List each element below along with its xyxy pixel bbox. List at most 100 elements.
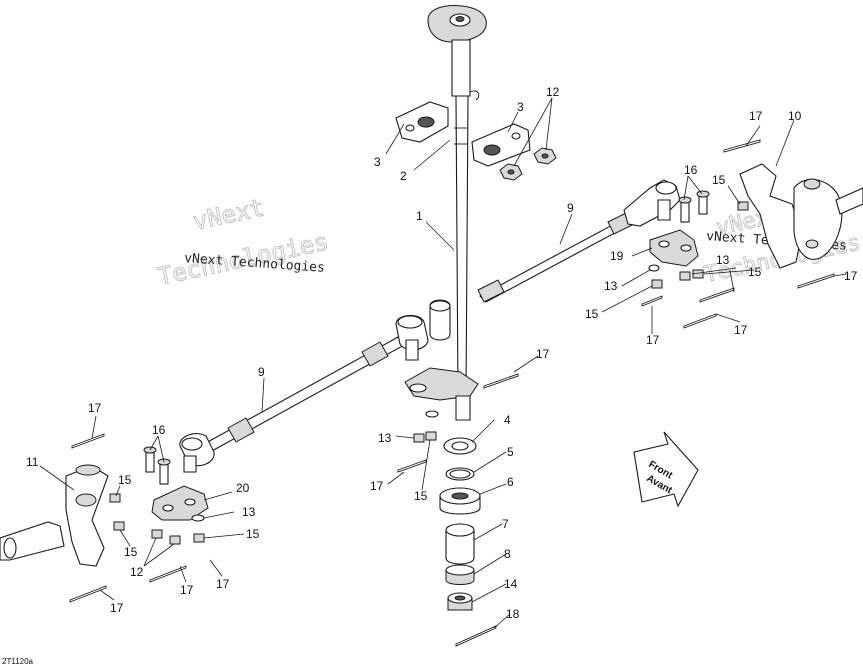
callout-17a: 17 [749,109,763,123]
callout-18: 18 [506,607,520,621]
knuckle-left-spindle-end [3,537,17,559]
leader-17f [513,355,539,373]
bolt-right-1-head [678,196,692,204]
column-lower-arm [404,367,479,401]
callout-7: 7 [502,517,509,531]
watermark-left-line1: vNext [190,193,266,235]
tie-17-c [699,287,735,303]
leader-9a [559,213,573,245]
clip-l-1 [109,493,121,503]
washer-r-1 [648,264,660,272]
leader-15d [727,185,741,205]
callout-15d: 15 [414,489,428,503]
clip-r-1 [737,201,749,211]
callout-12b: 12 [130,565,144,579]
tie-18 [455,625,497,647]
callout-20: 20 [236,481,250,495]
washer-8-top [445,564,475,576]
bearing-block-left [395,101,449,143]
callout-17e: 17 [536,347,550,361]
tie-rod-right-inner-cap [429,300,451,312]
tie-17-h [71,433,105,449]
clip-l-4 [169,535,181,545]
drawing-code: 2T1120a [2,657,34,666]
bolt-group-right [678,190,710,223]
knuckle-right-hub [793,179,843,260]
callout-15g: 15 [124,545,138,559]
knuckle-left-boss [75,493,97,507]
callout-17f: 17 [88,401,102,415]
leader-16b [687,175,703,195]
leader-18 [493,613,511,629]
tie-rod-left-inner-cap [397,315,423,329]
leader-13d [203,511,235,519]
callout-17b: 17 [844,269,858,283]
lower-stack [439,437,481,611]
leader-3a [385,123,405,155]
leader-16a [683,175,689,201]
callout-15c: 15 [585,307,599,321]
tie-17-j [149,565,187,583]
column-shaft [451,39,471,396]
washer-l-1 [191,514,205,522]
callout-9b: 9 [258,365,265,379]
leader-15c [703,269,755,275]
tie-rod-right-ball [655,181,677,195]
leader-12d [143,543,175,567]
callout-10: 10 [788,109,802,123]
leader-12b [545,97,553,151]
leader-15f [119,529,131,547]
nut-upper-2 [533,147,557,165]
callout-13a: 13 [716,253,730,267]
bushing-7-top [445,523,475,537]
ring-5-inner [449,469,471,479]
callout-17d: 17 [734,323,748,337]
callout-17c: 17 [646,333,660,347]
callout-13d: 13 [242,505,256,519]
tie-rod-right-stud [657,199,671,221]
callout-15e: 15 [118,473,132,487]
callout-3b: 3 [517,100,524,114]
leader-17c [729,269,735,293]
bearing-block-right-hole [511,132,521,140]
tie-17-i [69,585,107,603]
leader-4 [471,419,495,443]
leader-14 [471,583,507,603]
leader-17b [833,273,847,277]
tie-17-e [641,295,663,307]
clip-l-2 [113,521,125,531]
front-arrow-shape [633,431,699,508]
column-lower-stub [455,395,471,421]
bearing-block-right-body [471,123,531,167]
clip-r-4 [651,279,663,289]
leader-8 [473,553,507,575]
nut-upper-1 [499,163,523,181]
callout-8: 8 [504,547,511,561]
callout-9a: 9 [567,201,574,215]
leader-15e [115,485,121,497]
tie-17-d [683,313,717,329]
watermark-left: vNext Technologies vNext Technologies [155,193,331,291]
tie-rod-right [429,179,681,341]
leader-12c [143,537,157,567]
callout-6: 6 [507,475,514,489]
bracket-19 [649,229,699,267]
leader-lines [39,97,847,629]
leader-13b [621,269,651,287]
leader-20 [203,491,233,501]
bearing-block-right-bore [483,144,501,156]
bracket-19-body [649,229,699,267]
callout-17h: 17 [180,583,194,597]
leader-17d [715,313,741,323]
leader-17k [209,559,223,577]
tie-17-a [723,139,761,153]
tie-17-b [797,273,835,289]
nut-14-hole [454,595,466,601]
nut-upper-1-hole [507,169,515,175]
bracket-20-body [151,485,209,521]
leader-12a [513,97,553,167]
callout-13c: 13 [378,431,392,445]
leader-15b [601,285,653,313]
leader-15g [203,533,245,539]
callout-12a: 12 [546,85,560,99]
